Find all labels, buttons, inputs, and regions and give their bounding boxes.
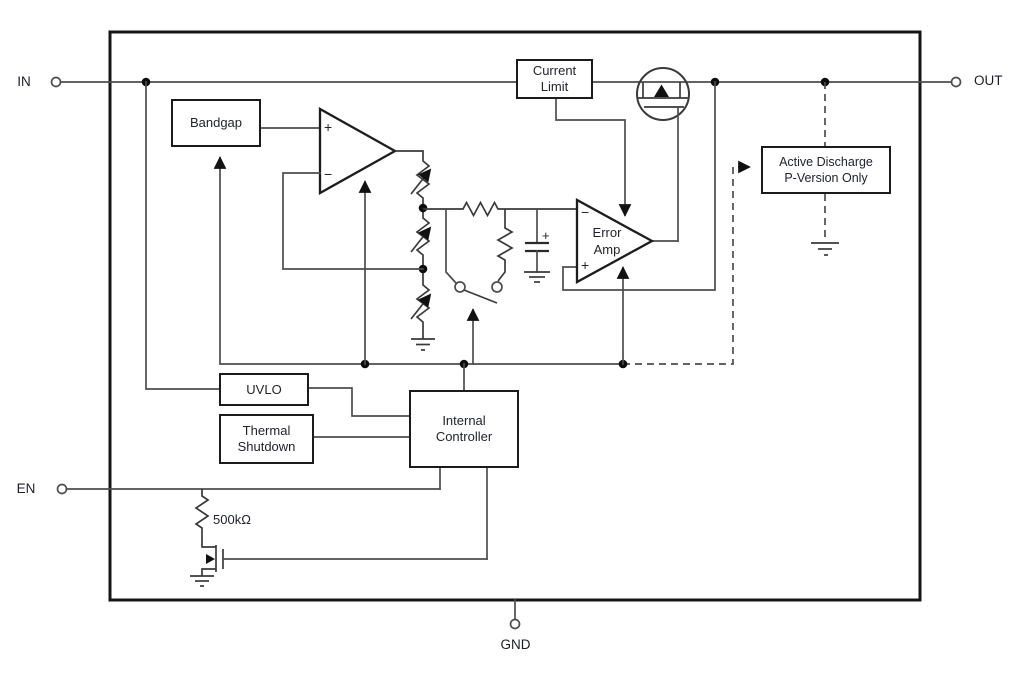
error-amp-plus-sign: + [581, 257, 590, 273]
active-discharge-path [623, 82, 839, 365]
reference-filter-network [423, 200, 577, 365]
error-amp-minus-sign: − [581, 204, 590, 220]
body-diode-arrow [654, 84, 669, 97]
feedback-wire [282, 172, 424, 270]
out-pin-terminal [950, 76, 962, 88]
current-limit-label-line1: Current [532, 63, 577, 78]
main-amp-triangle [318, 107, 398, 195]
uvlo-block: UVLO [219, 373, 309, 406]
gnd-pin-label: GND [500, 637, 531, 652]
pass-fet-symbol [636, 67, 690, 242]
thermal-shutdown-block: Thermal Shutdown [219, 414, 314, 464]
pulldown-resistor-value-label: 500kΩ [213, 512, 251, 527]
active-discharge-label-line2: P-Version Only [784, 171, 868, 185]
active-discharge-label-line1: Active Discharge [779, 155, 873, 169]
error-amp-triangle [575, 198, 655, 284]
error-amp-label-line2: Amp [593, 242, 621, 257]
ground-pin-stub [509, 599, 521, 630]
switch-blade [463, 289, 498, 304]
in-pin-label: IN [17, 74, 31, 89]
enable-wiring [56, 483, 441, 548]
thermal-label-line1: Thermal [242, 423, 291, 438]
switch-contact-right [491, 281, 503, 293]
active-discharge-block: Active Discharge P-Version Only [761, 146, 891, 194]
en-pin-label: EN [16, 481, 36, 496]
uvlo-label: UVLO [246, 381, 282, 397]
gnd-pin-terminal [509, 618, 521, 630]
uvlo-input-wire [145, 81, 220, 390]
capacitor-plus-sign: + [542, 228, 550, 243]
current-limit-label-line2: Limit [540, 79, 569, 94]
main-amp-minus-sign: − [324, 166, 333, 182]
controller-wiring [308, 363, 488, 560]
en-pin-terminal [56, 483, 68, 495]
thermal-label-line2: Shutdown [237, 439, 296, 454]
main-amp-plus-sign: + [324, 119, 333, 135]
error-amp-label: Error Amp [577, 224, 637, 258]
out-pin-label: OUT [974, 73, 1003, 88]
bandgap-block: Bandgap [171, 99, 261, 147]
enable-pulldown-fet [190, 545, 488, 587]
current-limit-control-wire [555, 97, 632, 217]
internal-controller-block: Internal Controller [409, 390, 519, 468]
trim-resistor-chain [395, 150, 435, 351]
controller-label-line2: Controller [435, 429, 493, 444]
controller-label-line1: Internal [442, 413, 486, 428]
error-amp-label-line1: Error [592, 225, 622, 240]
current-limit-block: Current Limit [516, 59, 593, 99]
in-pin-terminal [50, 76, 62, 88]
output-feedback-wire [562, 81, 716, 291]
bandgap-label: Bandgap [189, 115, 243, 130]
switch-contact-left [454, 281, 466, 293]
